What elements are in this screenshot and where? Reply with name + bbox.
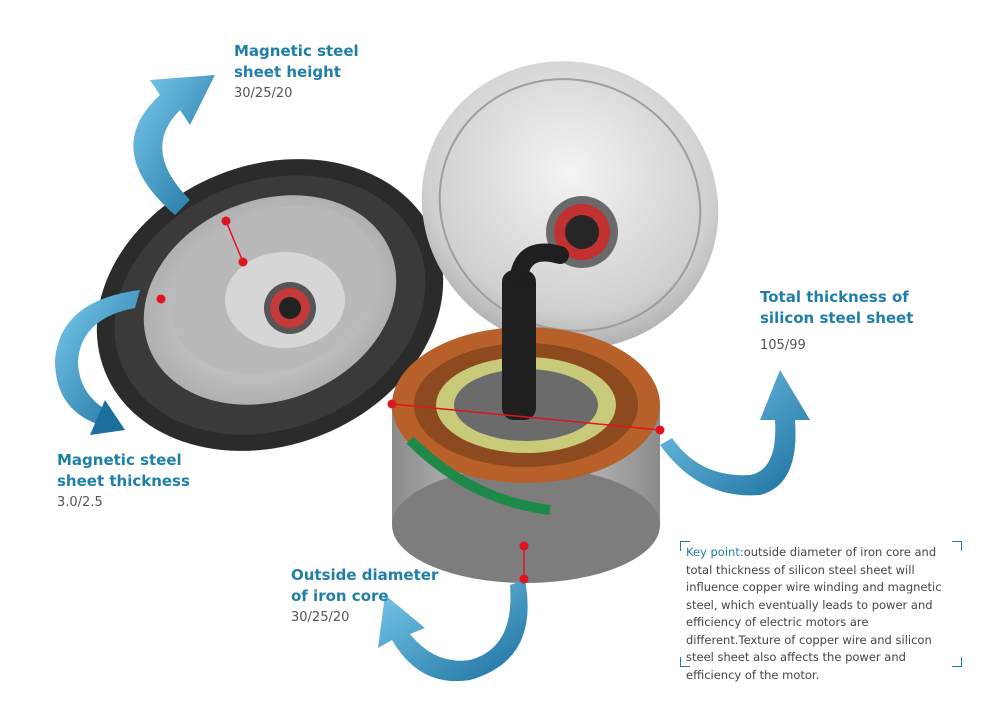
key-point-text: Key point:outside diameter of iron core … xyxy=(686,544,958,684)
label-value: 30/25/20 xyxy=(234,86,293,101)
marker-dot-icon xyxy=(221,216,231,226)
label-outside-diameter-iron-core: Outside diameter of iron core 30/25/20 xyxy=(291,565,438,627)
marker-dot-icon xyxy=(156,294,166,304)
marker-dot-icon xyxy=(655,425,665,435)
marker-dot-icon xyxy=(238,257,248,267)
label-value: 3.0/2.5 xyxy=(57,495,103,510)
marker-dot-icon xyxy=(519,541,529,551)
label-title: Total thickness of xyxy=(760,288,909,306)
marker-dot-icon xyxy=(387,399,397,409)
label-title: Magnetic steel xyxy=(57,451,182,469)
measurement-markers xyxy=(156,216,665,584)
marker-dot-icon xyxy=(519,574,529,584)
corner-bracket-icon xyxy=(952,541,962,551)
label-title: Outside diameter xyxy=(291,566,439,584)
hub-wheel-tire xyxy=(96,159,444,451)
corner-bracket-icon xyxy=(952,657,962,667)
label-title: sheet height xyxy=(234,63,341,81)
label-total-thickness-silicon-steel: Total thickness of silicon steel sheet 1… xyxy=(760,287,913,355)
label-magnetic-steel-sheet-height: Magnetic steel sheet height 30/25/20 xyxy=(234,41,359,103)
key-point-heading: Key point: xyxy=(686,545,744,559)
label-title: Magnetic steel xyxy=(234,42,359,60)
corner-bracket-icon xyxy=(680,541,690,551)
key-point-body: outside diameter of iron core and total … xyxy=(686,545,942,682)
label-magnetic-steel-sheet-thickness: Magnetic steel sheet thickness 3.0/2.5 xyxy=(57,450,190,512)
key-point-box: Key point:outside diameter of iron core … xyxy=(680,541,962,682)
label-title: silicon steel sheet xyxy=(760,309,914,327)
label-title: of iron core xyxy=(291,587,389,605)
label-value: 105/99 xyxy=(760,338,806,353)
stator-assembly xyxy=(392,243,660,583)
label-title: sheet thickness xyxy=(57,472,190,490)
curved-arrow-icon xyxy=(133,75,215,215)
curved-arrow-icon xyxy=(378,580,528,682)
label-value: 30/25/20 xyxy=(291,610,350,625)
curved-arrow-icon xyxy=(55,290,140,435)
corner-bracket-icon xyxy=(680,657,690,667)
curved-arrow-icon xyxy=(660,370,810,496)
